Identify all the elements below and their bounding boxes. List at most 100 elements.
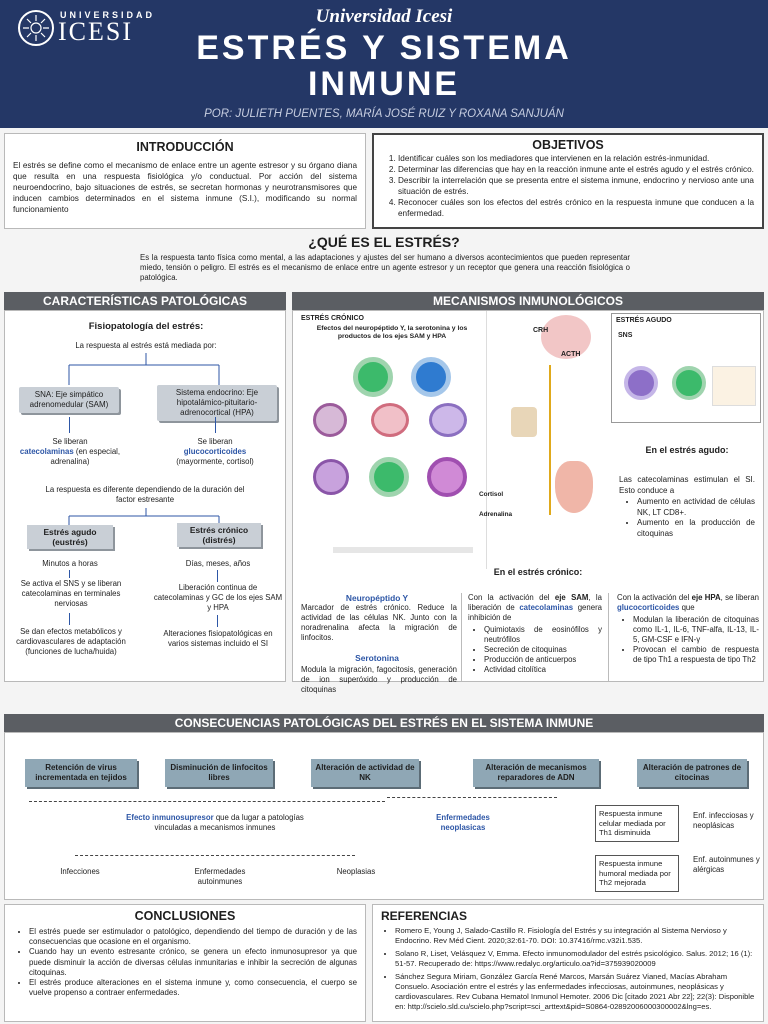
hpa-mid: , se liberan — [720, 593, 760, 602]
cons-panel: Retención de virus incrementada en tejid… — [4, 732, 764, 900]
sam-post: genera inhibición de — [468, 603, 602, 622]
immuno-post: que da lugar a patologías vinculadas a m… — [154, 813, 304, 832]
hpa-box: Con la activación del eje HPA, se libera… — [613, 593, 763, 665]
conclusions-heading: CONCLUSIONES — [134, 909, 236, 923]
arrow-down — [217, 615, 218, 627]
what-text: Es la respuesta tanto física como mental… — [140, 253, 630, 282]
car-tree-lines — [68, 353, 220, 385]
hpa-text: Con la activación del eje HPA, se libera… — [617, 593, 759, 613]
mec-heading: MECANISMOS INMUNOLÓGICOS — [292, 292, 764, 310]
hpa-pre: Con la activación del — [617, 593, 690, 602]
references-list: Romero E, Young J, Salado-Castillo R. Fi… — [385, 926, 757, 1012]
monocyte-cell-icon — [313, 459, 349, 495]
thyroid-icon — [511, 407, 537, 437]
nk-cell-icon — [369, 457, 409, 497]
cortisol-label: Cortisol — [479, 491, 504, 498]
npy-text: Marcador de estrés crónico. Reduce la ac… — [301, 603, 457, 642]
references-panel: REFERENCIAS Romero E, Young J, Salado-Ca… — [372, 904, 764, 1022]
immunosuppressor-text: Efecto inmunosupresor que da lugar a pat… — [115, 813, 315, 833]
dashed-connector — [29, 801, 385, 802]
sam-key2: catecolaminas — [519, 603, 574, 612]
cd8-cell-icon — [672, 366, 706, 400]
acute-step-2: Se activa el SNS y se liberan catecolami… — [20, 579, 122, 608]
intro-panel: INTRODUCCIÓN El estrés se define como el… — [4, 133, 366, 229]
chronic-duration: Días, meses, años — [185, 559, 251, 568]
eosinophil-cell-icon — [371, 403, 409, 437]
chronic-heading: En el estrés crónico: — [493, 567, 583, 577]
acute-step-3: Se dan efectos metabólicos y cardiovascu… — [16, 627, 126, 656]
logo-university-label: UNIVERSIDAD — [60, 10, 156, 20]
th1-outcome: Enf. infecciosas y neoplásicas — [693, 811, 754, 830]
leaf-neoplasias: Neoplasias — [336, 867, 376, 876]
authors: POR: JULIETH PUENTES, MARÍA JOSÉ RUIZ Y … — [204, 108, 564, 120]
acute-text: Las catecolaminas estimulan el SI. Esto … — [619, 475, 755, 495]
cons-box: Alteración de actividad de NK — [311, 759, 419, 787]
cons-box: Disminución de linfocitos libres — [165, 759, 273, 787]
university-name: Universidad Icesi — [315, 6, 453, 27]
intro-heading: INTRODUCCIÓN — [136, 140, 234, 154]
acute-figure: ESTRÉS AGUDO SNS — [611, 313, 761, 423]
acute-stress-box: Estrés agudo (eustrés) — [27, 525, 113, 549]
sam-item: Secreción de citoquinas — [484, 645, 602, 655]
university-seal-icon — [18, 10, 54, 46]
cons-heading: CONSECUENCIAS PATOLÓGICAS DEL ESTRÉS EN … — [4, 714, 764, 732]
release1-post: (en especial, adrenalina) — [50, 447, 121, 466]
release2-post: (mayormente, cortisol) — [176, 457, 254, 466]
car-mediated: La respuesta al estrés está mediada por: — [75, 341, 217, 350]
release2-key: glucocorticoides — [183, 447, 247, 456]
objectives-panel: OBJETIVOS Identificar cuáles son los med… — [372, 133, 764, 229]
acth-label: ACTH — [561, 351, 581, 358]
neoplastic-diseases: Enfermedades neoplasicas — [436, 813, 490, 832]
car-panel: Fisiopatología del estrés: La respuesta … — [4, 310, 286, 682]
objectives-list: Identificar cuáles son los mediadores qu… — [388, 153, 754, 219]
what-heading: ¿QUÉ ES EL ESTRÉS? — [308, 234, 460, 250]
hpa-key: eje HPA — [691, 593, 721, 602]
references-heading: REFERENCIAS — [381, 909, 468, 923]
th2-response-box: Respuesta inmune humoral mediada por Th2… — [595, 855, 679, 892]
poster-title: ESTRÉS Y SISTEMA INMUNE — [0, 30, 768, 102]
car-subheading: Fisiopatología del estrés: — [88, 321, 204, 332]
th2-outcome: Enf. autoinmunes y alérgicas — [693, 855, 760, 874]
hpa-item: Modulan la liberación de citoquinas como… — [633, 615, 759, 645]
reference-item: Romero E, Young J, Salado-Castillo R. Fi… — [395, 926, 757, 946]
chronic-figure-subtitle: Efectos del neuropéptido Y, la serotonin… — [316, 325, 468, 340]
arrow-se — [215, 417, 216, 433]
reference-item: Sánchez Segura Miriam, González García R… — [395, 972, 757, 1012]
sam-item: Quimiotaxis de eosinófilos y neutrófilos — [484, 625, 602, 645]
phagocyte-cell-icon — [313, 403, 347, 437]
hpa-key2: glucocorticoides — [617, 603, 680, 612]
lymphocyte-cell-icon — [411, 357, 451, 397]
hpa-post: que — [681, 603, 695, 612]
sam-key: eje SAM — [554, 593, 589, 602]
car-heading: CARACTERÍSTICAS PATOLÓGICAS — [4, 292, 286, 310]
sam-mid: , la liberación de — [468, 593, 602, 612]
release-glucocorticoids: Se liberan glucocorticoides (mayormente,… — [155, 437, 275, 467]
dashed-connector — [75, 855, 355, 856]
arrow-down — [69, 613, 70, 625]
arrow-sna — [69, 417, 70, 433]
chronic-step-2: Liberación continua de catecolaminas y G… — [153, 583, 283, 612]
neuroendocrine-diagram: CRH ACTH Cortisol Adrenalina — [479, 311, 609, 569]
sam-item: Producción de anticuerpos — [484, 655, 602, 665]
arrow-down — [217, 570, 218, 582]
cons-box: Alteración de patrones de citocinas — [637, 759, 747, 787]
chronic-stress-box: Estrés crónico (distrés) — [177, 523, 261, 547]
adrenalina-label: Adrenalina — [479, 511, 513, 518]
brain-icon — [541, 315, 591, 359]
sam-item: Actividad citolítica — [484, 665, 602, 675]
leaf-infections: Infecciones — [60, 867, 100, 876]
conclusion-item: El estrés puede ser estimulador o patoló… — [29, 927, 357, 947]
objectives-heading: OBJETIVOS — [532, 138, 604, 152]
conclusions-list: El estrés puede ser estimulador o patoló… — [19, 927, 357, 998]
objective-item: Describir la interrelación que se presen… — [398, 175, 754, 197]
chronic-step-3: Alteraciones fisiopatológicas en varios … — [163, 629, 273, 648]
th1-response-box: Respuesta inmune celular mediada por Th1… — [595, 805, 679, 842]
acute-figure-title: ESTRÉS AGUDO — [616, 317, 672, 324]
hpa-item: Provocan el cambio de respuesta de tipo … — [633, 645, 759, 665]
legend-bar — [333, 547, 473, 553]
car-diff-text: La respuesta es diferente dependiendo de… — [45, 485, 245, 504]
acute-item: Aumento en la producción de citoquinas — [637, 518, 755, 539]
objective-item: Determinar las diferencias que hay en la… — [398, 164, 754, 175]
sam-list: Quimiotaxis de eosinófilos y neutrófilos… — [468, 625, 602, 675]
serotonin-heading: Serotonina — [355, 653, 399, 663]
